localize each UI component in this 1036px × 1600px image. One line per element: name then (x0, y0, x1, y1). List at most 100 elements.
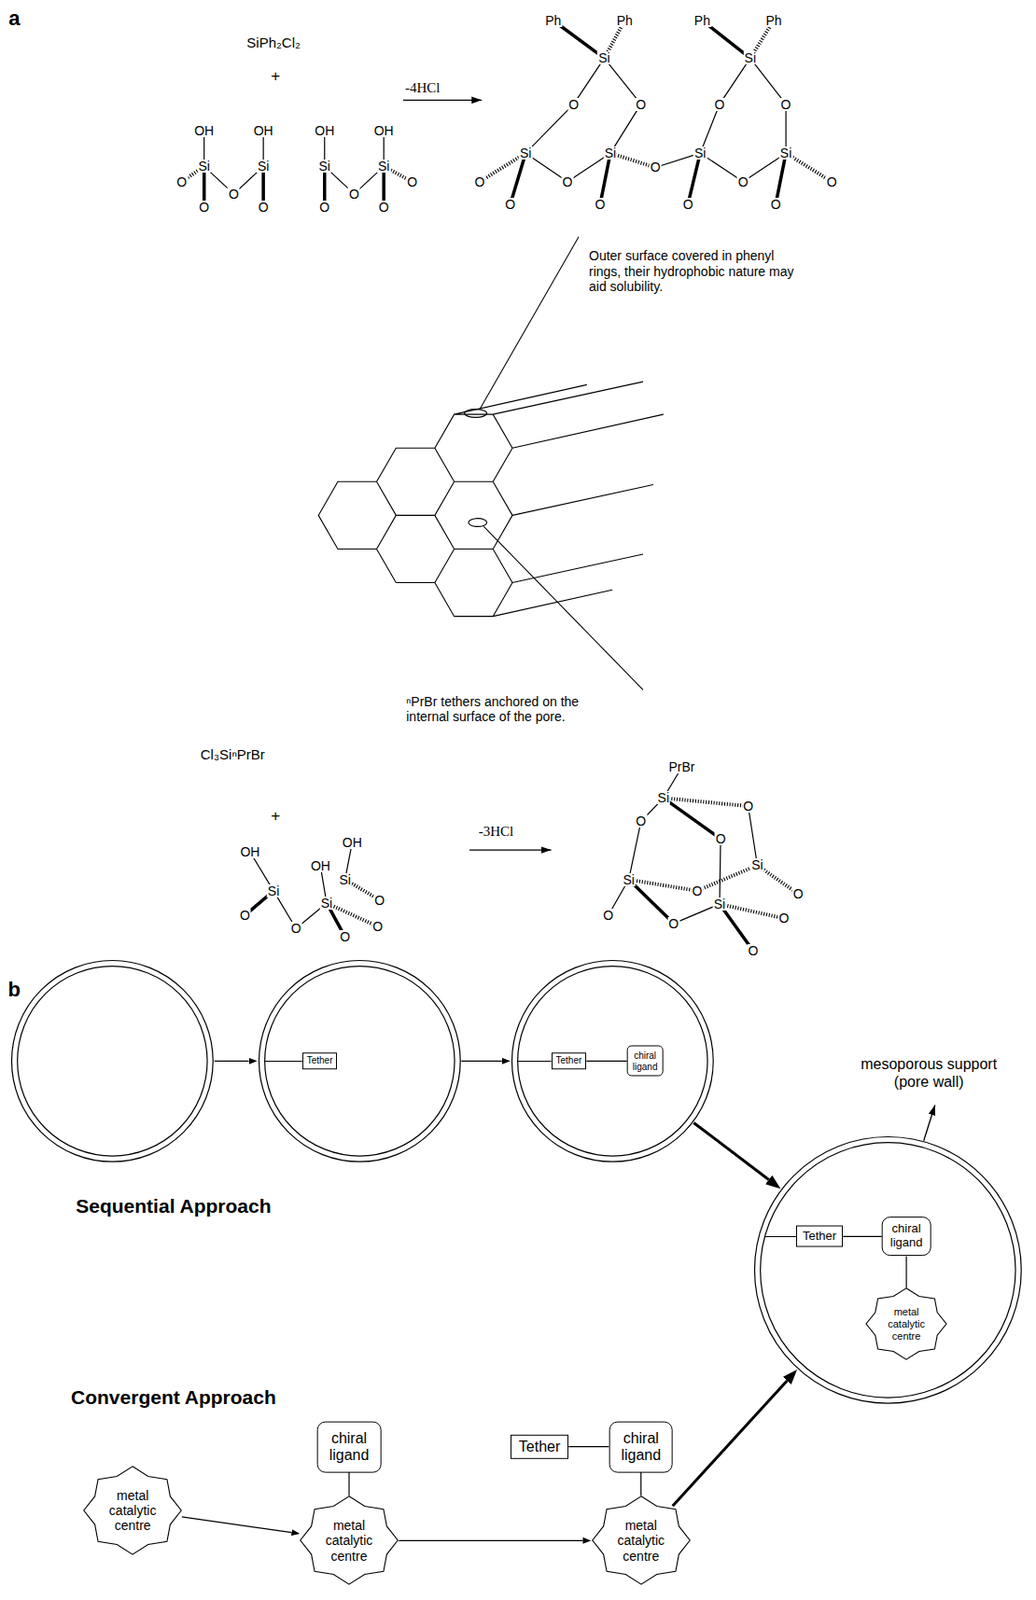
atom-label: O (742, 799, 755, 813)
atom-label: O (594, 197, 607, 211)
tether-box: Tether (302, 1053, 338, 1071)
arrow-connector (693, 1122, 769, 1180)
atom-label: O (714, 98, 727, 112)
pore-wall-outer (11, 960, 213, 1162)
atom-label: Si (693, 146, 707, 160)
ligand-box: chiral ligand (627, 1046, 664, 1078)
atom-label: O (634, 814, 647, 828)
atom-label: OH (252, 124, 275, 138)
atom-label: OH (341, 836, 364, 850)
atom-label: O (634, 98, 647, 112)
atom-label: O (602, 909, 615, 923)
tether-box: Tether (796, 1226, 843, 1248)
pore-wall-inner (760, 1143, 1016, 1399)
arrow-connector (214, 1061, 250, 1063)
pore-wall (510, 959, 715, 1164)
atom-label: O (770, 197, 783, 211)
atom-label: Si (518, 146, 532, 160)
pore-circle: Tether chiral ligand (510, 959, 715, 1164)
reaction-condition: -4HCl (405, 80, 441, 97)
pore-wall-inner (517, 966, 707, 1157)
atom-label: O (561, 175, 574, 189)
panel-letter: b (8, 979, 21, 1002)
callout-ring (464, 409, 488, 419)
node-text: metal catalytic centre (887, 1307, 925, 1344)
callout-ring (468, 518, 488, 528)
atom-label: Si (337, 873, 351, 887)
atom-label: Si (256, 159, 270, 173)
atom-label: O (826, 175, 839, 189)
pore-wall (10, 959, 215, 1164)
reaction-arrow (403, 99, 482, 101)
arrow-connector (461, 1061, 503, 1063)
atom-label: Ph (616, 14, 634, 28)
arrow-connector (672, 1381, 788, 1507)
chemical-formula: Cl₃SiⁿPrBr (199, 747, 266, 764)
arrow-connector (398, 1540, 583, 1542)
callout-label: mesoporous support (pore wall) (846, 1056, 1011, 1092)
approach-heading: Sequential Approach (75, 1195, 271, 1218)
pore-wall (257, 959, 462, 1164)
atom-label: O (227, 187, 240, 201)
atom-label: O (338, 930, 351, 944)
link-line (640, 1472, 642, 1497)
metal-centre-shape (592, 1497, 690, 1585)
atom-label: Si (597, 51, 611, 65)
approach-heading: Convergent Approach (70, 1387, 277, 1410)
node-text: chiral ligand (632, 1050, 658, 1073)
ligand-box: chiral ligand (608, 1421, 673, 1473)
atom-label: O (238, 909, 252, 923)
atom-label: O (290, 922, 303, 936)
atom-label: O (197, 200, 210, 214)
metal-centre: metal catalytic centre (590, 1496, 691, 1586)
link-line (586, 1061, 627, 1063)
node-text: metal catalytic centre (325, 1518, 374, 1564)
atom-label: O (690, 884, 703, 898)
single-bonds (204, 57, 786, 929)
atom-label: O (373, 894, 386, 908)
atom-label: O (792, 887, 805, 901)
pore-wall-outer (258, 960, 461, 1162)
atom-label: O (257, 200, 270, 214)
plus-sign: + (270, 808, 280, 826)
metal-centre-shape (866, 1288, 947, 1360)
node-text: chiral ligand (329, 1429, 370, 1465)
metal-centre: metal catalytic centre (299, 1496, 400, 1586)
node-text: chiral ligand (620, 1429, 661, 1465)
link-line (842, 1236, 882, 1238)
atom-label: Si (779, 146, 793, 160)
node-text: Tether (518, 1439, 560, 1456)
atom-label: O (474, 175, 487, 189)
node-text: chiral ligand (890, 1223, 924, 1252)
atom-label: Si (377, 159, 391, 173)
callout-note: Outer surface covered in phenyl rings, t… (588, 248, 810, 295)
link-line (568, 1446, 609, 1448)
atom-label: O (348, 187, 361, 201)
atom-label: Si (320, 896, 334, 910)
hashed-bonds (182, 20, 833, 927)
atom-label: Si (621, 873, 635, 887)
atom-label: O (406, 175, 419, 189)
atom-label: O (504, 197, 517, 211)
atom-label: Si (743, 51, 757, 65)
atom-label: Si (713, 897, 727, 911)
atom-label: Ph (693, 14, 712, 28)
reaction-condition: -3HCl (478, 824, 515, 840)
atom-label: Ph (544, 14, 562, 28)
atom-label: O (567, 98, 580, 112)
atom-label: O (378, 200, 391, 214)
link-line (348, 1472, 350, 1497)
leader-arrow (924, 1105, 936, 1141)
atom-label: Si (196, 159, 210, 173)
atom-label: O (777, 911, 790, 925)
metal-centre-shape (300, 1497, 398, 1585)
atom-label: O (747, 944, 760, 958)
atom-label: OH (309, 859, 332, 873)
tether-box: Tether (551, 1053, 588, 1071)
metal-centre: metal catalytic centre (83, 1465, 183, 1555)
atom-label: OH (193, 124, 215, 138)
pore-circle: Tether (257, 959, 462, 1164)
atom-label: O (682, 197, 695, 211)
